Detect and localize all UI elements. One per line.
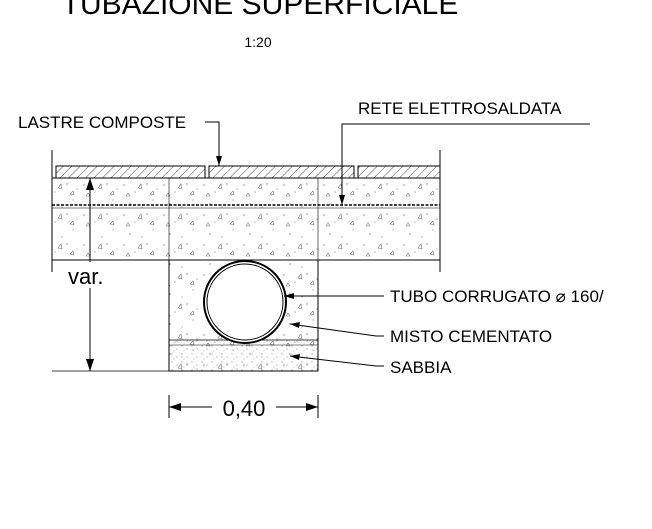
height-dimension-label: var. — [68, 264, 103, 289]
scale-label: 1:20 — [244, 34, 271, 50]
leader-sabbia-arrow — [290, 354, 300, 360]
label-tubo-corrugato: TUBO CORRUGATO ⌀ 160/ — [390, 287, 604, 306]
corrugated-pipe — [203, 260, 287, 344]
corrugated-pipe-inner — [206, 263, 284, 341]
label-lastre-composte: LASTRE COMPOSTE — [18, 113, 186, 132]
height-arrow-top — [86, 178, 94, 190]
label-sabbia: SABBIA — [390, 358, 452, 377]
width-arrow-right — [306, 403, 318, 411]
leader-lastre-arrow — [216, 156, 222, 166]
height-arrow-bottom — [86, 359, 94, 371]
leader-misto-arrow — [290, 322, 300, 328]
leader-rete-arrow — [339, 195, 345, 205]
leader-misto — [289, 323, 384, 337]
page-title: TUBAZIONE SUPERFICIALE — [62, 0, 459, 21]
width-arrow-left — [169, 403, 181, 411]
leader-tubo-arrow — [284, 293, 294, 299]
width-dimension-label: 0,40 — [223, 396, 266, 421]
label-misto-cementato: MISTO CEMENTATO — [390, 327, 552, 346]
composite-slab-right — [357, 165, 441, 179]
concrete-slab — [51, 177, 441, 261]
composite-slab-middle — [208, 165, 355, 179]
leader-rete — [341, 123, 590, 205]
leader-lastre — [205, 121, 220, 166]
leader-sabbia — [289, 355, 384, 367]
height-label-bg — [62, 262, 116, 288]
composite-slab-left — [55, 165, 206, 179]
label-rete-elettrosaldata: RETE ELETTROSALDATA — [358, 99, 562, 118]
